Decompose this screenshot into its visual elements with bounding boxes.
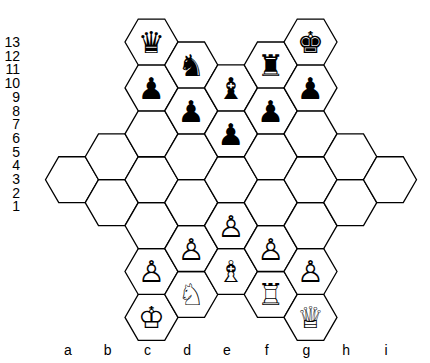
chess-piece: ♘ <box>178 280 205 310</box>
rank-label: 9 <box>12 90 20 104</box>
rank-label: 6 <box>12 131 20 145</box>
chess-piece: ♞ <box>178 51 205 81</box>
rank-label: 3 <box>12 172 20 186</box>
rank-label: 5 <box>12 145 20 159</box>
file-label: b <box>104 343 112 357</box>
file-label: a <box>64 343 72 357</box>
chess-piece: ♚ <box>297 28 324 58</box>
rank-label: 2 <box>12 186 20 200</box>
chess-piece: ♙ <box>218 212 245 242</box>
file-label: d <box>183 343 191 357</box>
hex-cell <box>284 19 337 65</box>
chess-piece: ♙ <box>178 235 205 265</box>
file-label: c <box>144 343 151 357</box>
chess-piece: ♙ <box>138 257 165 287</box>
file-label: g <box>303 343 311 357</box>
chess-piece: ♖ <box>257 280 284 310</box>
rank-label: 13 <box>4 35 20 49</box>
chess-piece: ♗ <box>218 257 245 287</box>
chess-piece: ♟ <box>297 74 324 104</box>
chess-piece: ♙ <box>257 235 284 265</box>
hex-cell <box>364 157 417 203</box>
rank-label: 10 <box>4 76 20 90</box>
rank-label: 12 <box>4 49 20 63</box>
rank-label: 8 <box>12 104 20 118</box>
chess-piece: ♕ <box>297 303 324 333</box>
rank-label: 11 <box>5 62 20 76</box>
rank-label: 1 <box>12 199 20 213</box>
file-label: f <box>265 343 269 357</box>
file-label: i <box>384 343 387 357</box>
chess-piece: ♝ <box>218 74 245 104</box>
chess-piece: ♟ <box>178 97 205 127</box>
chess-piece: ♟ <box>257 97 284 127</box>
chess-piece: ♔ <box>138 303 165 333</box>
chess-piece: ♙ <box>297 257 324 287</box>
chess-piece: ♛ <box>138 28 165 58</box>
rank-label: 4 <box>12 158 20 172</box>
hex-cell <box>284 65 337 111</box>
hex-cell <box>284 249 337 295</box>
hex-cell <box>284 294 337 340</box>
chess-piece: ♟ <box>138 74 165 104</box>
chess-piece: ♜ <box>257 51 284 81</box>
file-label: h <box>342 343 350 357</box>
chess-piece: ♟ <box>218 120 245 150</box>
file-label: e <box>223 343 231 357</box>
rank-label: 7 <box>12 117 20 131</box>
